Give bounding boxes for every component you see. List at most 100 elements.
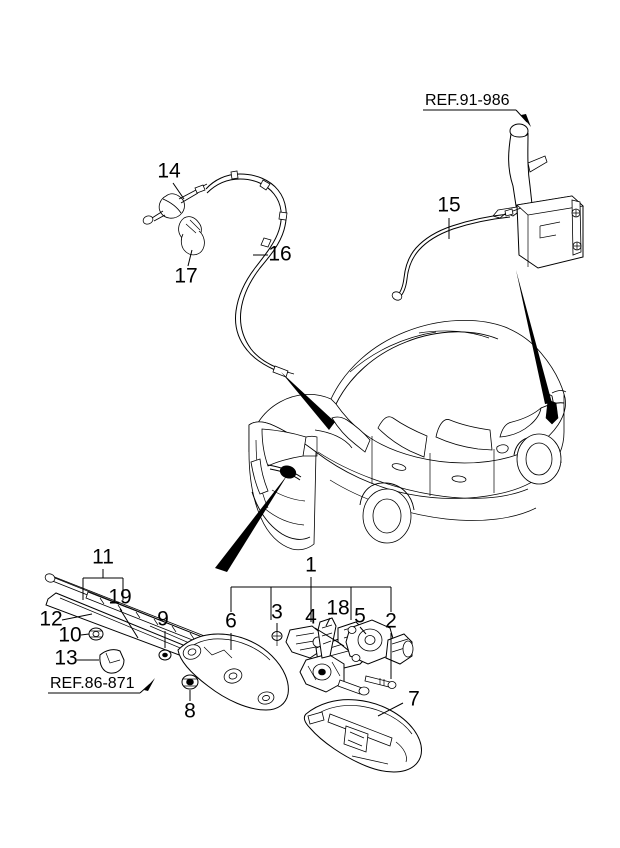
nut-10-hole xyxy=(92,631,100,637)
grommet-9-hole xyxy=(162,652,168,658)
vehicle-door-handle-rear xyxy=(391,463,407,471)
motor-pivot-hole xyxy=(318,668,326,676)
vehicle-roof-rail-right xyxy=(418,330,490,339)
lower-cover-7-rib xyxy=(351,755,389,765)
lower-cover-7-wall xyxy=(395,741,407,763)
callout-2-label: 2 xyxy=(385,610,397,633)
pointer-wedge-to-hose-routing xyxy=(281,372,335,430)
wiper-motor-linkage-assembly xyxy=(285,617,414,696)
vehicle-bumper-detail xyxy=(263,507,305,526)
callout-4-group: 4 xyxy=(305,606,345,647)
wiper-bushing-8 xyxy=(181,674,199,690)
nozzle-tip xyxy=(194,184,206,194)
bushing-8-hole xyxy=(186,678,194,686)
vehicle-rear-bumper xyxy=(251,491,311,540)
reference-label-91-986-group: REF.91-986 xyxy=(423,92,531,127)
callout-6-group: 6 xyxy=(225,610,237,650)
hose-15-path-outer xyxy=(396,213,510,297)
nozzle-inner-curve xyxy=(162,198,182,214)
washer-tank-detail-1 xyxy=(539,221,561,227)
vehicle-side-mirror xyxy=(496,444,509,454)
callout-14-leader xyxy=(172,182,185,200)
callout-7-leader xyxy=(377,702,404,717)
hose-16-clip-1 xyxy=(230,170,239,180)
reference-label-86-871-group: REF.86-871 xyxy=(48,675,155,694)
nozzle-tail-line-2 xyxy=(153,214,166,222)
wiper-motor-ear-2 xyxy=(351,654,361,662)
callout-12-group: 12 xyxy=(39,608,93,631)
callout-18-label: 18 xyxy=(326,597,349,620)
vehicle-engine-bay-shadow xyxy=(545,399,559,425)
hose-15-joint xyxy=(504,208,514,217)
callout-6-label: 6 xyxy=(225,610,237,633)
callout-19-group: 19 xyxy=(108,586,139,639)
washer-hose-15 xyxy=(391,207,522,301)
wiper-blade-end-cap xyxy=(44,573,56,583)
vehicle-rear-window-edge xyxy=(303,435,318,457)
vehicle-door-handle-front xyxy=(451,475,467,483)
hose-16-clip-4 xyxy=(260,237,272,248)
callout-17-leader xyxy=(187,249,193,267)
motor-screw-2-threads xyxy=(379,678,385,686)
bushing-8-facets xyxy=(183,678,197,687)
washer-pump-cross-lower xyxy=(573,242,581,250)
motor-bracket-left xyxy=(285,625,323,659)
wiper-lower-cover-7 xyxy=(303,699,422,773)
callout-3-group: 3 xyxy=(271,601,283,631)
callout-12-leader xyxy=(61,613,93,621)
vehicle-beltline xyxy=(317,451,529,499)
vehicle-rear-door-window xyxy=(377,416,428,458)
washer-neck-tab xyxy=(527,155,548,173)
cover-panel-boss-1-hole xyxy=(187,648,197,656)
cover-panel-6-inner-edge xyxy=(185,638,271,661)
vehicle-windshield xyxy=(499,406,542,438)
vehicle-illustration xyxy=(248,319,567,551)
callout-15-group: 15 xyxy=(437,194,461,239)
wiper-grommet-9 xyxy=(158,649,172,661)
washer-pump-cross-upper xyxy=(572,209,580,217)
callout-14-label: 14 xyxy=(157,160,181,183)
wiper-motor-can xyxy=(385,633,413,665)
vehicle-taillight xyxy=(250,458,269,495)
cover-panel-boss-3-hole xyxy=(262,695,270,701)
reference-label-86-871: REF.86-871 xyxy=(50,675,135,692)
callout-11-bracket xyxy=(82,577,124,600)
callout-4-label: 4 xyxy=(305,606,317,629)
callout-19-leader xyxy=(119,608,139,639)
lower-cover-7-boss xyxy=(343,725,369,753)
pointer-wedge-to-rear-wiper xyxy=(215,474,288,572)
lower-cover-7-channel xyxy=(327,713,393,747)
cap-13-detail xyxy=(105,652,121,664)
lower-cover-7-boss-lines xyxy=(347,731,365,747)
reference-arrowhead-91-986 xyxy=(521,114,531,127)
screw-3-cross xyxy=(273,632,281,640)
callout-7-label: 7 xyxy=(408,688,420,711)
motor-link-rod-eye xyxy=(358,686,370,696)
callout-19-label: 19 xyxy=(108,586,131,609)
motor-bracket-left-ribs xyxy=(295,632,317,651)
callout-17-group: 17 xyxy=(174,249,198,288)
vehicle-front-edge xyxy=(551,390,567,394)
nozzle-body-loop xyxy=(158,193,185,219)
motor-screw-2-head xyxy=(387,681,397,689)
hose-16-clip-3 xyxy=(278,211,288,221)
nozzle-grommet-ribs xyxy=(185,219,201,234)
lower-cover-7-tab xyxy=(307,711,325,725)
callout-9-group: 9 xyxy=(157,608,169,648)
vehicle-rear-wiper-pivot xyxy=(279,465,297,479)
callout-10-leader xyxy=(80,633,90,636)
cap-13-body xyxy=(99,649,125,674)
vehicle-front-door-window xyxy=(435,419,493,451)
washer-nozzle-assembly xyxy=(142,183,208,256)
callout-18-group: 18 xyxy=(325,597,350,627)
callout-2-group: 2 xyxy=(385,610,397,679)
vehicle-roof-line xyxy=(330,319,565,400)
vehicle-rear-wheel-arch xyxy=(359,482,415,511)
callout-11-label: 11 xyxy=(92,546,114,569)
pointer-wedge-to-engine-bay xyxy=(516,270,552,404)
nozzle-stem-lower xyxy=(180,192,199,204)
callout-16-label: 16 xyxy=(268,243,291,266)
callout-9-label: 9 xyxy=(157,608,169,631)
callout-5-leader xyxy=(359,626,367,635)
